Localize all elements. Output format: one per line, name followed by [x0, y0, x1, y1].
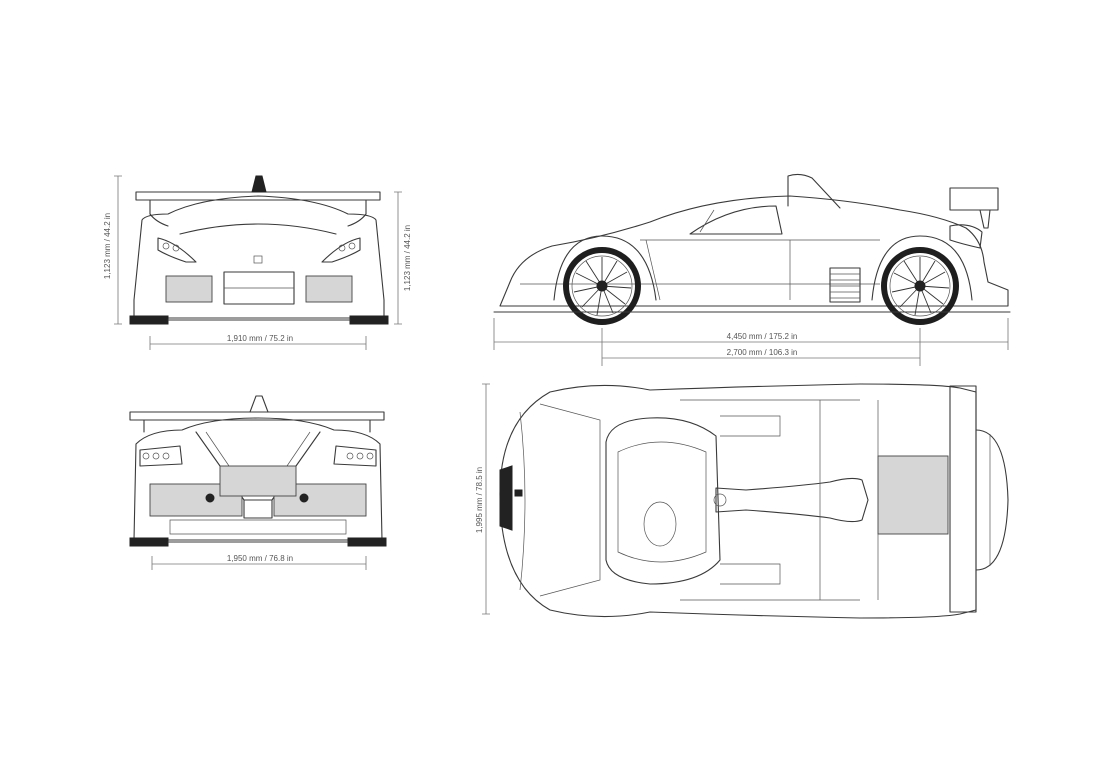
rear-width-label: 1,950 mm / 76.8 in: [227, 554, 293, 563]
front-wheel: [563, 247, 641, 325]
overall-length-label: 4,450 mm / 175.2 in: [727, 332, 798, 341]
top-dimension-lines: [482, 383, 490, 615]
top-view: [499, 383, 1009, 619]
side-view: [493, 173, 1011, 325]
rear-dimension-lines: [151, 556, 367, 570]
front-height-right-label: 1,123 mm / 44.2 in: [403, 225, 412, 291]
front-width-label: 1,910 mm / 75.2 in: [227, 334, 293, 343]
front-height-label: 1,123 mm / 44.2 in: [103, 213, 112, 279]
wheelbase-label: 2,700 mm / 106.3 in: [727, 348, 798, 357]
top-width-label: 1,995 mm / 78.5 in: [475, 467, 484, 533]
rear-view: [129, 395, 387, 547]
side-vent: [829, 267, 861, 303]
side-dimension-lines: [493, 318, 1009, 366]
front-view: [129, 175, 389, 325]
rear-wheel: [881, 247, 959, 325]
front-dimension-lines: [114, 175, 402, 350]
